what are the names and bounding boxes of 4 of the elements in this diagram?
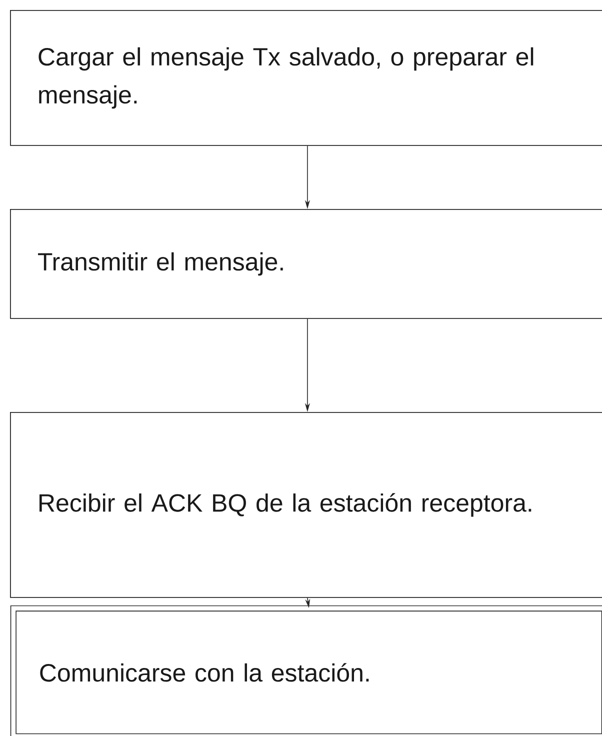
process-box: Recibir el ACK BQ de la estación receptora. (10, 412, 602, 598)
process-box: Transmitir el mensaje. (10, 209, 602, 319)
process-box: Comunicarse con la estación. (10, 605, 602, 736)
process-box: Cargar el mensaje Tx salvado, o preparar el mensaje. (10, 10, 602, 146)
